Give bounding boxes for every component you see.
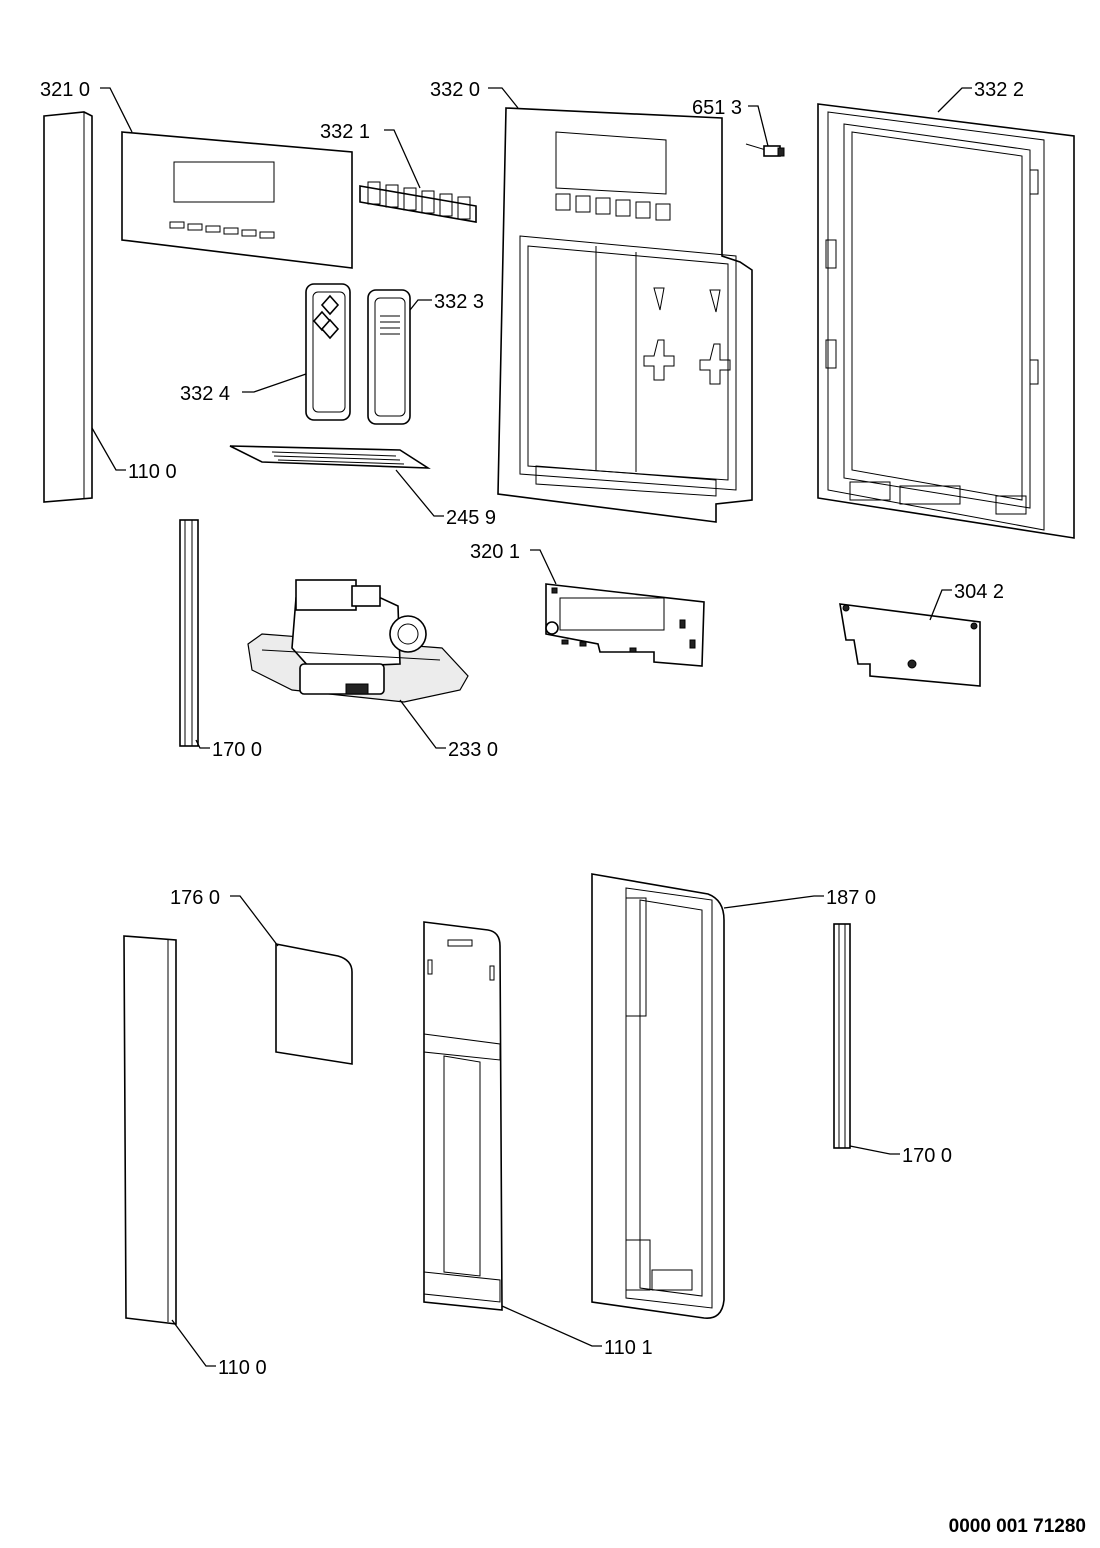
callout-110-0-top: 110 0 bbox=[128, 461, 177, 483]
part-trim-strip-top bbox=[43, 111, 93, 503]
callout-245-9: 245 9 bbox=[446, 507, 496, 529]
callout-320-1: 320 1 bbox=[470, 541, 520, 563]
part-gasket-strip-top bbox=[179, 519, 199, 747]
drawing-reference-code: 0000 001 71280 bbox=[948, 1516, 1086, 1537]
callout-332-0: 332 0 bbox=[430, 79, 480, 101]
part-gasket-strip-bottom bbox=[833, 923, 851, 1149]
callout-170-0-bottom: 170 0 bbox=[902, 1145, 952, 1167]
part-button-actuators bbox=[359, 181, 477, 223]
part-door-frame bbox=[817, 103, 1075, 539]
callout-187-0: 187 0 bbox=[826, 887, 876, 909]
part-control-board bbox=[545, 583, 705, 667]
part-drip-grille bbox=[229, 445, 431, 469]
part-dispenser-housing bbox=[497, 107, 753, 523]
callout-110-1: 110 1 bbox=[604, 1337, 653, 1359]
callout-651-3: 651 3 bbox=[692, 97, 742, 119]
callout-233-0: 233 0 bbox=[448, 739, 498, 761]
part-display-overlay bbox=[121, 131, 353, 269]
part-dispenser-cover bbox=[423, 921, 503, 1311]
callout-321-0: 321 0 bbox=[40, 79, 90, 101]
part-trim-strip-bottom bbox=[123, 935, 177, 1325]
part-outer-frame bbox=[591, 873, 725, 1319]
callout-332-4: 332 4 bbox=[180, 383, 230, 405]
callout-170-0-top: 170 0 bbox=[212, 739, 262, 761]
part-interface-board bbox=[839, 603, 981, 687]
leader-lines bbox=[91, 87, 972, 1367]
part-dispenser-paddle-left bbox=[305, 283, 351, 421]
part-label-sheet bbox=[275, 943, 353, 1065]
callout-332-2: 332 2 bbox=[974, 79, 1024, 101]
callout-110-0-bottom: 110 0 bbox=[218, 1357, 267, 1379]
part-sensor bbox=[745, 143, 785, 157]
part-dispenser-paddle-right bbox=[367, 289, 411, 425]
callout-332-1: 332 1 bbox=[320, 121, 370, 143]
callout-304-2: 304 2 bbox=[954, 581, 1004, 603]
callout-176-0: 176 0 bbox=[170, 887, 220, 909]
part-actuator-assembly bbox=[247, 579, 469, 703]
callout-332-3: 332 3 bbox=[434, 291, 484, 313]
